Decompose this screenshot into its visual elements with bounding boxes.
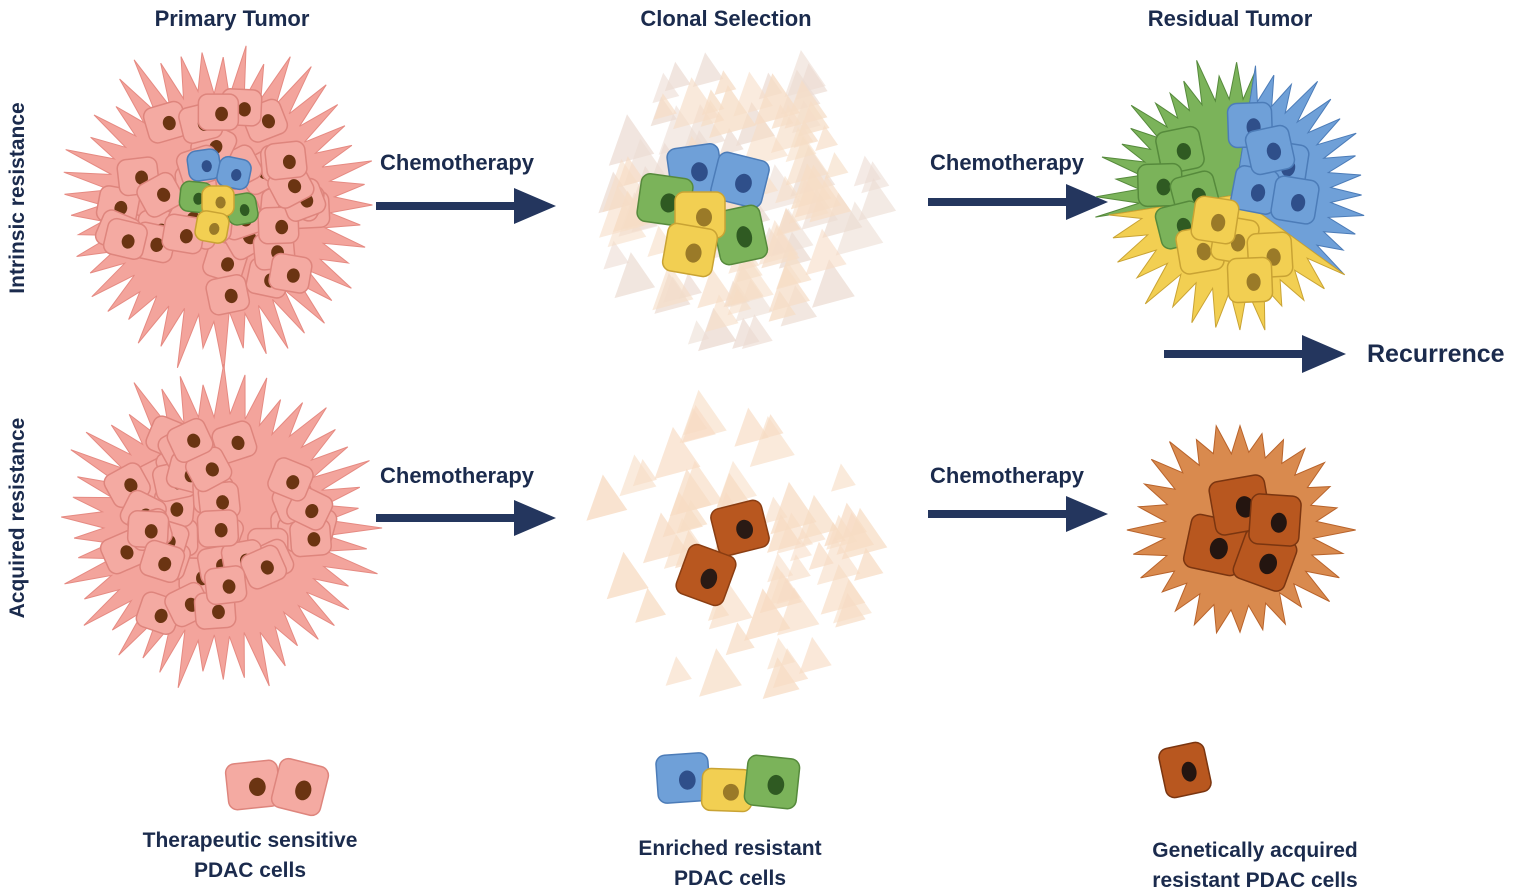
sensitive-cell [102, 217, 148, 261]
resistant-cell-green [1136, 162, 1184, 208]
acquired-resistant-cell [675, 543, 737, 607]
clonal-selection-acquired [586, 389, 888, 699]
chemotherapy-label-row2-step2: Chemotherapy [930, 463, 1085, 488]
resistant-cell-yellow [1190, 195, 1240, 245]
column-title-clonal-selection: Clonal Selection [640, 6, 812, 31]
column-title-residual-tumor: Residual Tumor [1147, 6, 1313, 31]
resistant-cell-blue [1244, 124, 1296, 176]
legend-enriched-line1: Enriched resistant [638, 837, 822, 860]
resistant-cell-green [1155, 125, 1205, 175]
sensitive-cell [197, 93, 240, 131]
residual-tumor-acquired [1126, 423, 1356, 635]
acquired-resistant-cell [1158, 741, 1212, 799]
residual-tumor-intrinsic [1095, 60, 1365, 331]
sensitive-cell [184, 446, 233, 493]
sensitive-cell [161, 213, 206, 255]
arrow-row1-step1 [376, 188, 556, 224]
sensitive-cell [166, 417, 214, 464]
resistant-cell-yellow [194, 210, 230, 244]
chemotherapy-label-row2-step1: Chemotherapy [380, 463, 535, 488]
legend-sensitive-text: Therapeutic sensitive PDAC cells [100, 826, 400, 886]
legend-genetic-cell-icon [1158, 741, 1212, 799]
primary-tumor-intrinsic [63, 45, 373, 373]
resistant-cell-blue [655, 752, 711, 804]
resistant-cell-yellow [661, 222, 719, 278]
sensitive-cell [126, 510, 170, 549]
arrow-row2-step1 [376, 500, 556, 536]
arrow-recurrence [1164, 335, 1346, 373]
column-title-primary-tumor: Primary Tumor [154, 6, 310, 31]
sensitive-cell [205, 274, 251, 316]
legend-enriched-text: Enriched resistant PDAC cells [580, 834, 880, 894]
recurrence-label: Recurrence [1367, 340, 1505, 368]
resistant-cell-blue [216, 155, 252, 191]
legend-genetic-text: Genetically acquired resistant PDAC cell… [1105, 836, 1405, 896]
arrow-row2-step2 [928, 496, 1108, 532]
legend-enriched-line2: PDAC cells [673, 867, 787, 890]
acquired-resistant-cell [710, 499, 770, 557]
sensitive-cell [240, 544, 288, 590]
resistant-cell-green [743, 754, 801, 810]
sensitive-cell [142, 100, 189, 144]
chemotherapy-label-row1-step1: Chemotherapy [380, 150, 535, 175]
resistant-cell-blue [710, 151, 770, 209]
sensitive-cell [268, 252, 313, 294]
primary-tumor-acquired [61, 364, 383, 688]
sensitive-cell [224, 759, 282, 811]
sensitive-cell [139, 539, 186, 584]
sensitive-cell [136, 171, 184, 218]
sensitive-cell [196, 509, 240, 548]
legend-sensitive-line2: PDAC cells [193, 859, 307, 882]
legend-genetic-line1: Genetically acquired [1152, 839, 1358, 862]
chemotherapy-label-row1-step2: Chemotherapy [930, 150, 1085, 175]
legend-sensitive-cells-icon [224, 757, 330, 817]
resistant-cell-blue [1270, 175, 1320, 225]
clonal-selection-intrinsic [598, 50, 897, 352]
legend-sensitive-line1: Therapeutic sensitive [142, 829, 358, 852]
resistant-cell-green [711, 204, 769, 266]
legend-genetic-line2: resistant PDAC cells [1152, 869, 1358, 892]
acquired-resistant-cell [1248, 493, 1302, 547]
sensitive-cell [270, 757, 330, 817]
arrow-row1-step2 [928, 184, 1108, 220]
sensitive-cell [264, 140, 308, 181]
resistant-cell-yellow [1226, 256, 1274, 304]
legend-enriched-cells-icon [655, 752, 801, 813]
sensitive-cell [267, 457, 314, 502]
sensitive-cell [203, 565, 248, 606]
